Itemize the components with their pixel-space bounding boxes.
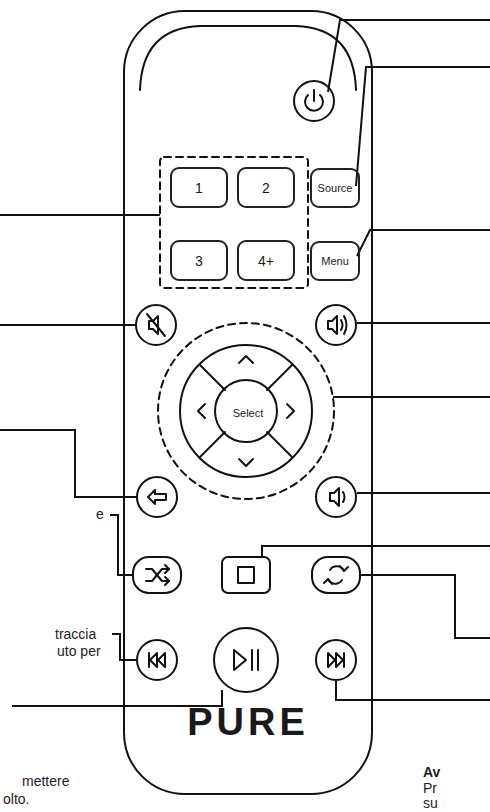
button-label: 4+	[258, 253, 274, 269]
note-fragment: Pr	[423, 780, 437, 796]
button-label: 2	[262, 180, 270, 196]
button-label: Source	[318, 182, 353, 194]
note-fragment: olto.	[3, 791, 29, 807]
note-fragment: mettere	[22, 773, 69, 789]
brand-logo: PURE	[125, 700, 371, 744]
note-fragment: traccia	[55, 626, 96, 642]
note-fragment: Av	[423, 764, 440, 780]
remote-button: 3	[170, 240, 228, 281]
note-fragment: su	[423, 795, 438, 811]
note-fragment: e	[96, 506, 104, 522]
remote-button: 2	[237, 167, 295, 208]
remote-button: Menu	[310, 241, 360, 281]
remote-button: 1	[170, 167, 228, 208]
note-fragment: uto per	[57, 643, 101, 659]
remote-button: Source	[310, 168, 360, 208]
remote-button: Select	[218, 383, 278, 443]
button-label: 1	[195, 180, 203, 196]
button-label: 3	[195, 253, 203, 269]
button-label: Select	[233, 407, 264, 419]
remote-button: 4+	[237, 240, 295, 281]
remote-housing: PURE 1 2 Source 3 4+ MenuSelect	[123, 10, 373, 795]
button-label: Menu	[321, 255, 349, 267]
